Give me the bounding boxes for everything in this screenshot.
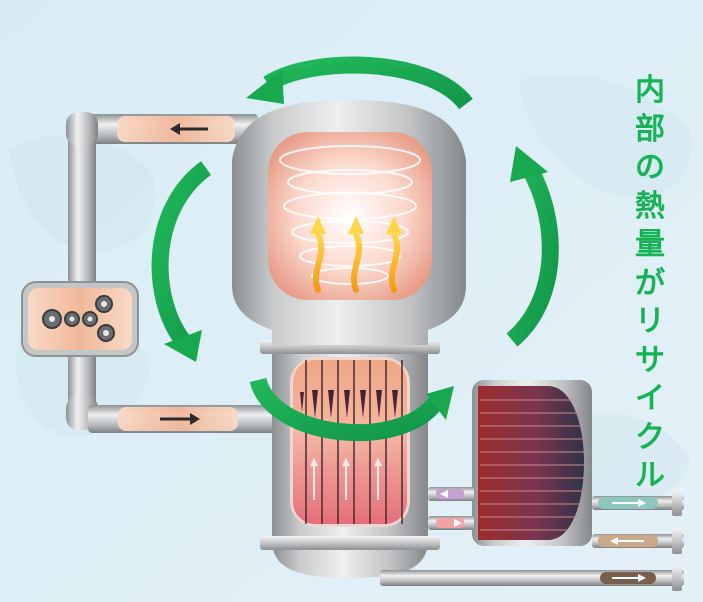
caption-vertical: 内部の熱量がリサイクル xyxy=(628,72,672,496)
outlet-pipe-cooling xyxy=(592,490,684,516)
flow-direction-arrow-icon xyxy=(170,123,208,135)
recycle-pipe-top xyxy=(88,114,258,144)
outlet-pipe-heating xyxy=(592,528,684,554)
outlet-pipe-concentrate xyxy=(380,565,684,591)
recycle-arrow-icon xyxy=(506,146,559,347)
tube-bundle xyxy=(305,360,403,524)
caption-char: 部 xyxy=(635,111,665,147)
pipe-elbow-top xyxy=(66,112,98,146)
recycle-arrow-icon xyxy=(246,56,473,110)
caption-char: リ xyxy=(635,304,665,339)
caption-char: の xyxy=(635,150,665,185)
flow-direction-arrow-icon xyxy=(160,413,200,425)
caption-char: 内 xyxy=(635,73,665,108)
caption-char: ル xyxy=(635,458,665,493)
recycle-arrows xyxy=(151,56,559,442)
caption-char: が xyxy=(635,265,665,301)
connector-pipe-upper xyxy=(428,487,474,501)
recycle-arrow-icon xyxy=(151,161,212,362)
heat-exchanger-icon xyxy=(472,380,592,546)
flange-lower xyxy=(260,536,440,550)
caption-char: イ xyxy=(635,381,665,416)
caption-char: サ xyxy=(635,342,665,378)
caption-char: 熱 xyxy=(635,188,665,224)
separator-dome xyxy=(232,100,466,345)
caption-char: ク xyxy=(635,419,665,455)
vapor-swirl xyxy=(279,145,421,285)
evaporator-vessel-icon xyxy=(272,348,428,578)
recycle-pipe-left xyxy=(68,118,96,418)
recycle-arrow-icon xyxy=(249,377,454,442)
caption-char: 量 xyxy=(635,227,665,262)
compressor-icon xyxy=(21,281,139,357)
vapor-up-arrows xyxy=(310,458,382,500)
recycle-pipe-bottom xyxy=(88,405,278,433)
liquid-film-droplets xyxy=(300,390,398,418)
flame-arrow-icon xyxy=(310,216,402,293)
connector-pipe-lower xyxy=(428,516,474,530)
